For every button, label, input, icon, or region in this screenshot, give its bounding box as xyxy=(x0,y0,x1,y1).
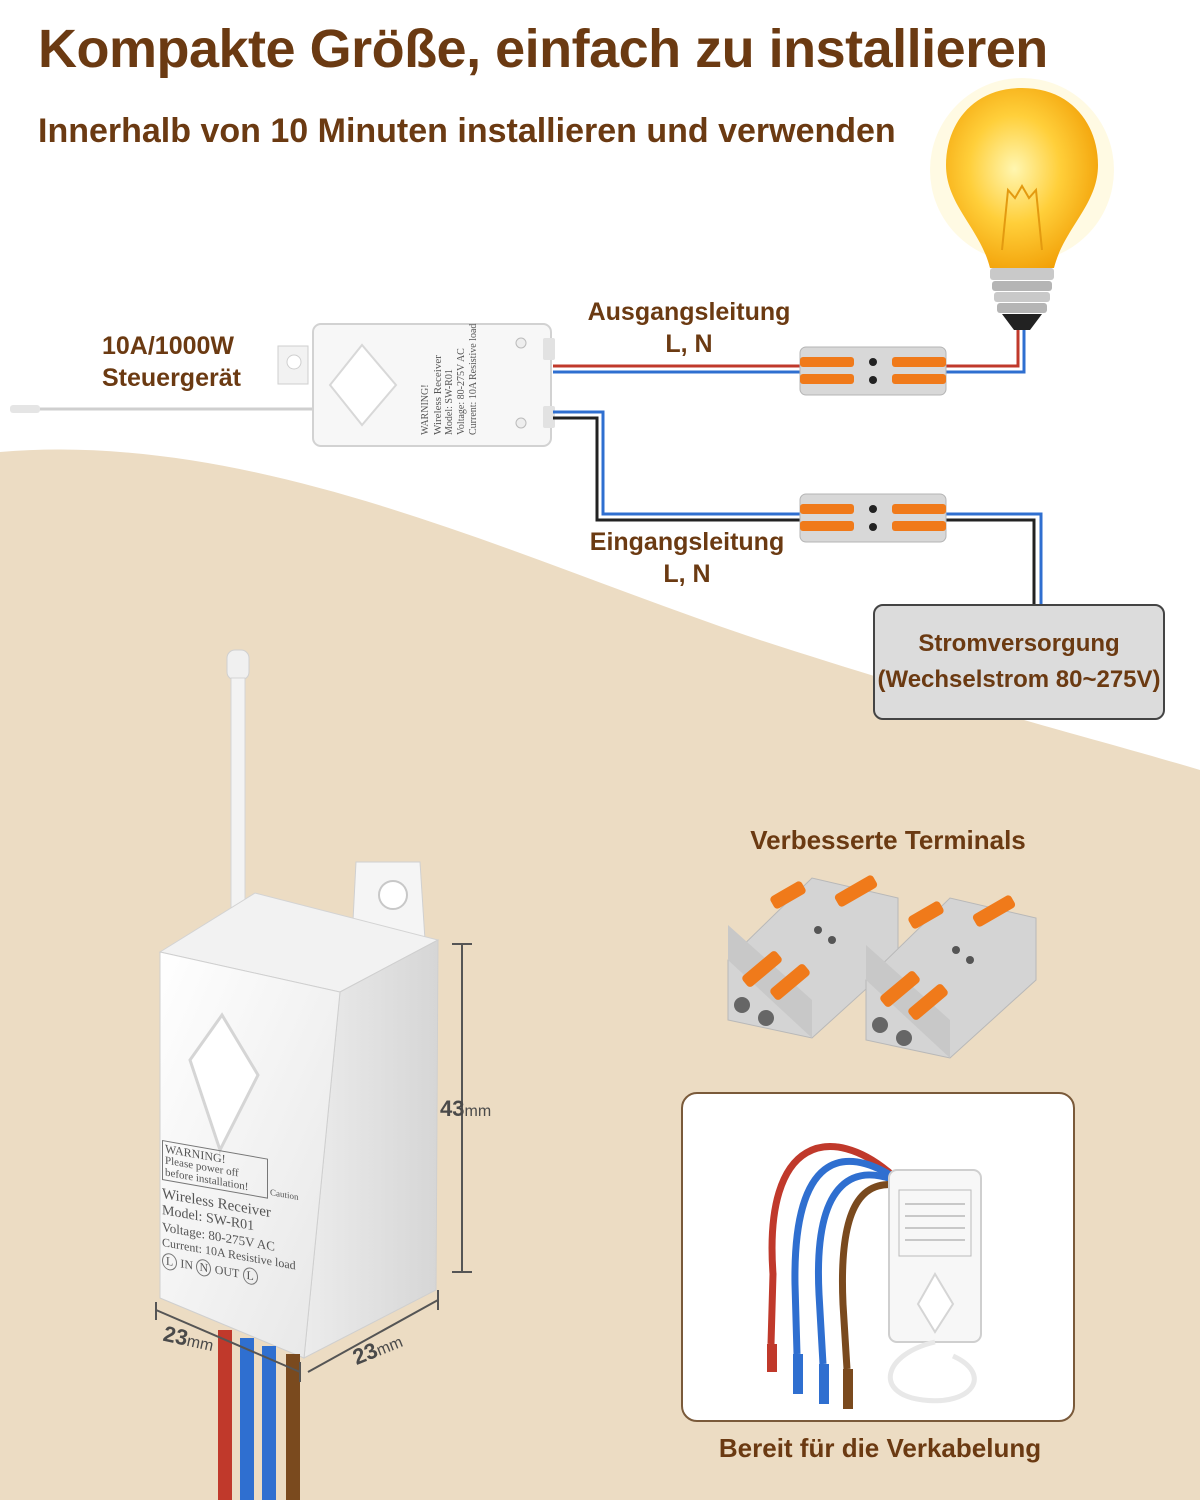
input-wires xyxy=(553,410,1043,604)
dimension-lines xyxy=(155,943,472,1382)
receiver-label-large: WARNING! Please power off before install… xyxy=(162,1140,302,1335)
controller-label-line1: 10A/1000W xyxy=(102,332,235,360)
output-line-label: Ausgangsleitung L, N xyxy=(583,296,795,360)
controller-top-label: WARNING! Wireless Receiver Model: SW-R01… xyxy=(420,323,526,435)
terminals-caption: Verbesserte Terminals xyxy=(750,825,1026,855)
connector-output xyxy=(799,346,947,396)
controller-label-line2: Steuergerät xyxy=(102,364,241,392)
wiring-photo-frame xyxy=(681,1092,1075,1422)
terminal-in: IN xyxy=(180,1256,194,1273)
input-line-label: Eingangsleitung L, N xyxy=(583,526,791,590)
output-wires xyxy=(553,330,1026,374)
power-supply-line1: Stromversorgung xyxy=(918,630,1120,657)
controller-label: 10A/1000W Steuergerät xyxy=(102,330,241,394)
label-model: Model: SW-R01 xyxy=(444,369,455,435)
terminal-connector-1 xyxy=(727,875,899,1039)
label-warning: WARNING! xyxy=(420,384,431,435)
power-supply-line2: (Wechselstrom 80~275V) xyxy=(877,666,1161,693)
height-value: 43 xyxy=(440,1096,465,1121)
caution-text: Caution xyxy=(270,1187,299,1203)
output-label-line1: Ausgangsleitung xyxy=(587,298,791,326)
receiver-device-large xyxy=(158,649,440,1500)
height-unit: mm xyxy=(464,1103,492,1120)
wiring-illustration xyxy=(767,1143,982,1409)
height-dimension: 43mm xyxy=(440,1096,491,1122)
connector-input xyxy=(799,493,947,543)
input-label-line2: L, N xyxy=(663,560,711,588)
light-bulb-icon xyxy=(930,78,1114,330)
output-label-line2: L, N xyxy=(665,330,713,358)
wiring-caption: Bereit für die Verkabelung xyxy=(718,1433,1042,1463)
page-subtitle: Innerhalb von 10 Minuten installieren un… xyxy=(38,112,896,150)
width-unit: mm xyxy=(185,1332,215,1356)
terminal-l-out: L xyxy=(242,1266,258,1286)
input-label-line1: Eingangsleitung xyxy=(589,528,785,556)
page-title: Kompakte Größe, einfach zu installieren xyxy=(38,19,1048,79)
power-supply-box: Stromversorgung (Wechselstrom 80~275V) xyxy=(873,604,1165,720)
label-voltage: Voltage: 80-275V AC xyxy=(456,348,467,435)
terminal-l-in: L xyxy=(162,1252,177,1272)
terminal-n: N xyxy=(196,1258,212,1278)
label-name: Wireless Receiver xyxy=(432,355,444,435)
terminal-out: OUT xyxy=(214,1262,240,1281)
controller-device-top xyxy=(10,323,555,447)
label-current: Current: 10A Resistive load xyxy=(468,323,479,435)
terminal-connector-2 xyxy=(865,895,1037,1059)
